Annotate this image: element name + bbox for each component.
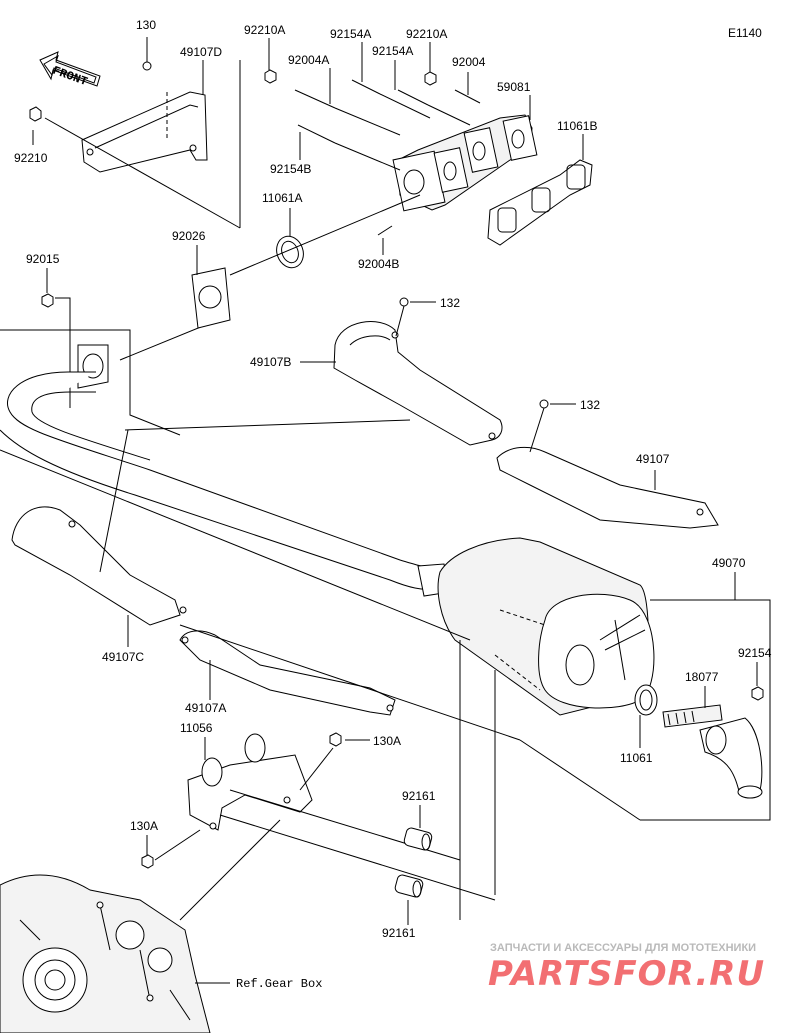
nut-92210a-1 [264, 69, 277, 84]
bolt-92154a-1 [351, 79, 431, 119]
label-130-top: 130 [136, 18, 156, 32]
label-92004b: 92004B [358, 257, 399, 271]
label-92161-1: 92161 [402, 789, 436, 803]
label-92015: 92015 [26, 252, 60, 266]
rubber-mount-92161-2 [394, 874, 424, 898]
label-11061a: 11061A [262, 191, 302, 205]
gasket-11061b [487, 159, 593, 246]
stud-92004b [377, 225, 393, 236]
gear-box-reference [0, 874, 211, 1033]
stud-92004a [294, 89, 401, 136]
label-130a-1: 130A [373, 734, 401, 748]
heat-shield-49107 [496, 446, 719, 529]
exhaust-manifold-59081 [392, 114, 538, 212]
label-92210a-1: 92210A [244, 23, 285, 37]
label-92154a-1: 92154A [330, 27, 371, 41]
label-49070: 49070 [712, 556, 746, 570]
bolt-92154b [297, 124, 401, 171]
gasket-92026 [191, 267, 231, 329]
label-92210: 92210 [14, 151, 48, 165]
watermark-tagline: ЗАПЧАСТИ И АКСЕССУАРЫ ДЛЯ МОТОТЕХНИКИ [490, 942, 756, 954]
label-92154b: 92154B [270, 162, 311, 176]
label-92154: 92154 [738, 646, 772, 660]
label-132-2: 132 [580, 398, 600, 412]
label-92004a: 92004A [288, 53, 329, 67]
bolt-130a-2 [141, 854, 154, 869]
diagram-code: E1140 [728, 26, 762, 40]
label-49107: 49107 [636, 452, 670, 466]
label-92026: 92026 [172, 229, 206, 243]
label-92154a-2: 92154A [372, 44, 413, 58]
label-49107a: 49107A [185, 701, 226, 715]
label-92161-2: 92161 [382, 926, 416, 940]
stud-92004 [454, 89, 481, 104]
label-11061b: 11061B [557, 119, 597, 133]
muffler-49070 [437, 537, 655, 716]
label-49107d: 49107D [180, 45, 222, 59]
bolt-132-1 [399, 297, 409, 307]
watermark-logo: PARTSFOR.RU [488, 954, 765, 994]
label-92210a-2: 92210A [406, 27, 447, 41]
ref-gear-box-label: Ref.Gear Box [236, 977, 322, 991]
label-11056: 11056 [180, 721, 213, 735]
nut-92210 [29, 106, 42, 122]
rubber-mount-92161-1 [403, 827, 433, 851]
gasket-11061a [276, 235, 304, 269]
heat-shield-49107c [11, 506, 187, 626]
label-18077: 18077 [685, 670, 719, 684]
heat-shield-49107a [179, 630, 396, 716]
front-arrow: FRONT [39, 51, 101, 89]
gasket-11061 [634, 684, 658, 716]
label-11061: 11061 [620, 751, 653, 765]
label-132-1: 132 [440, 296, 460, 310]
bracket-11056 [187, 733, 313, 831]
label-59081: 59081 [497, 80, 531, 94]
label-49107c: 49107C [102, 650, 144, 664]
label-92004: 92004 [452, 55, 486, 69]
label-130a-2: 130A [130, 819, 158, 833]
bolt-132-2 [539, 399, 549, 409]
bolt-92154a-2 [397, 89, 471, 126]
nut-92210a-2 [424, 71, 437, 86]
bolt-130a-1 [329, 732, 342, 747]
exhaust-pipe [0, 344, 451, 597]
label-49107b: 49107B [250, 355, 291, 369]
heat-shield-49107b [333, 321, 503, 446]
heat-shield-49107d [81, 91, 208, 173]
bolt-130-top [142, 37, 152, 71]
bolt-92154 [751, 686, 764, 701]
spark-arrester-18077 [662, 704, 763, 799]
nut-92015 [41, 293, 54, 308]
